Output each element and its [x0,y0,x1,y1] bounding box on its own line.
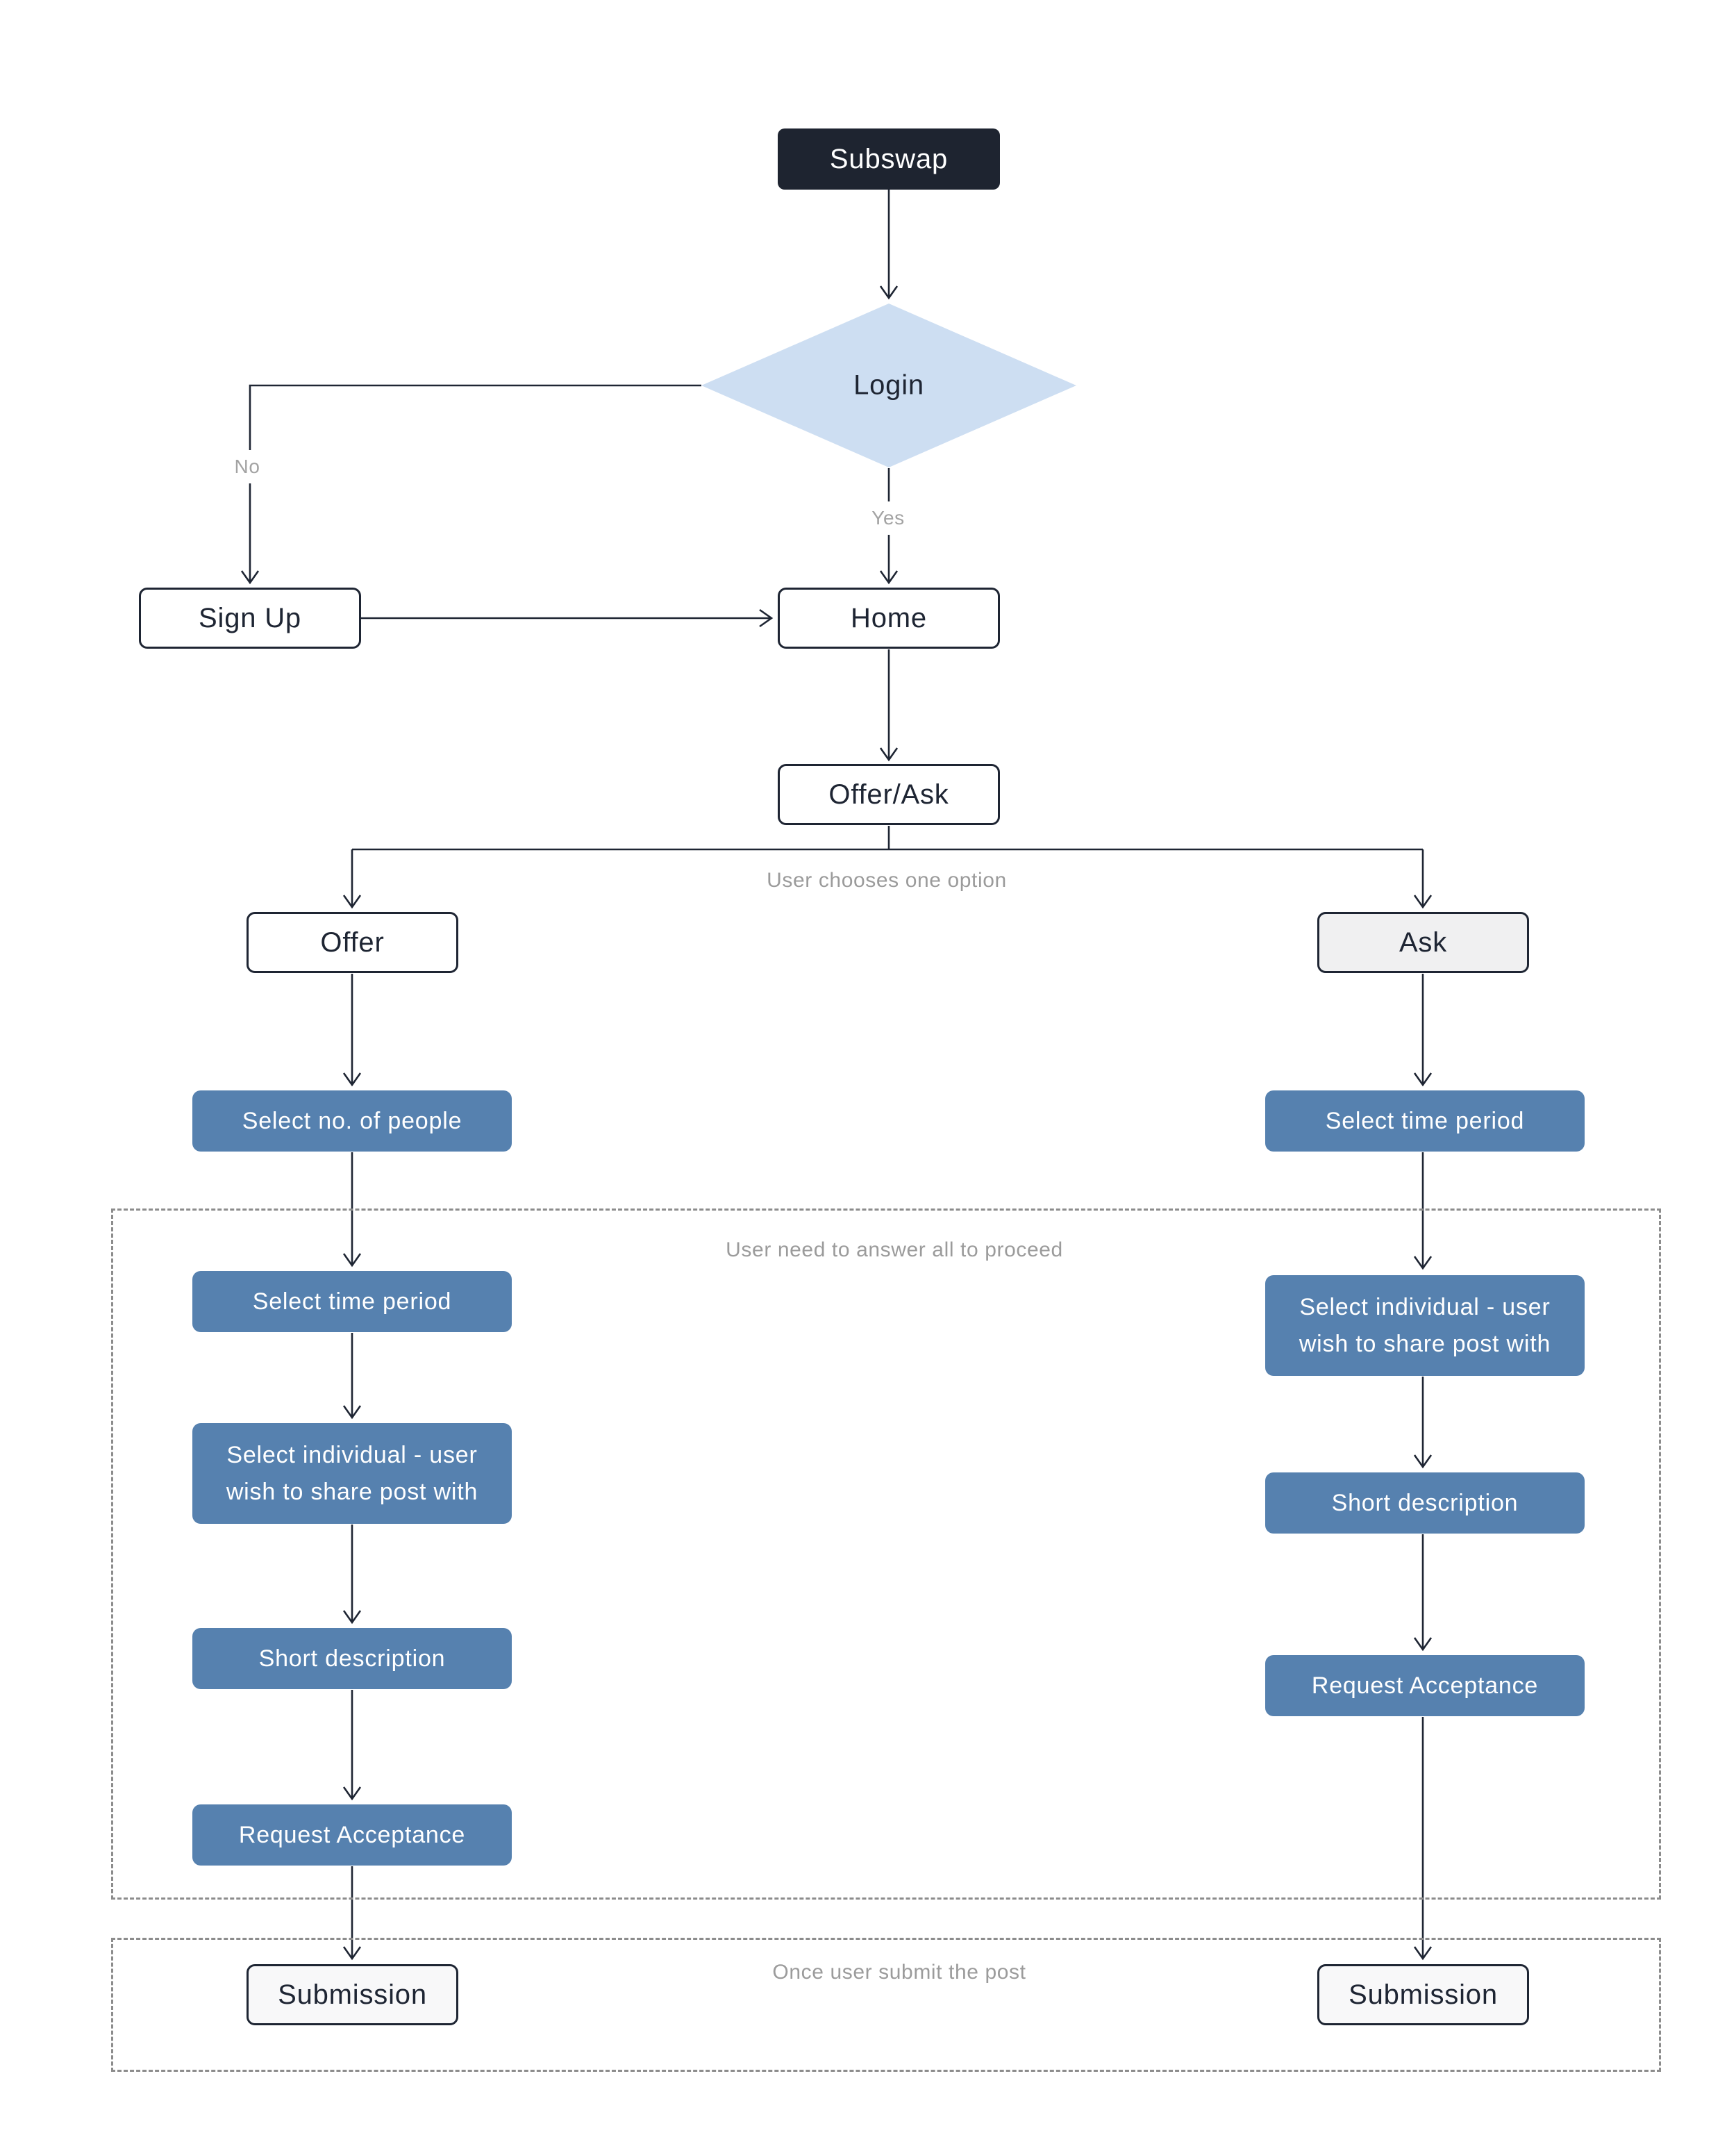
node-submission-ask: Submission [1317,1964,1529,2025]
login-diamond-shape [701,304,1076,467]
node-home-label: Home [851,603,927,633]
node-request-acceptance-offer-label: Request Acceptance [238,1821,466,1848]
node-select-time-period-offer-label: Select time period [252,1288,452,1315]
node-subswap: Subswap [778,128,1000,190]
node-ask-label: Ask [1399,927,1448,958]
node-short-description-offer-label: Short description [258,1645,446,1672]
group-answer-all [111,1209,1661,1900]
note-once-user-submit: Once user submit the post [772,1961,1026,1984]
note-answer-all-to-proceed: User need to answer all to proceed [726,1238,1063,1261]
node-request-acceptance-offer: Request Acceptance [192,1804,512,1866]
node-select-individual-offer: Select individual - user wish to share p… [192,1423,512,1524]
node-short-description-ask-label: Short description [1331,1489,1519,1516]
node-submission-offer-label: Submission [278,1979,427,2010]
node-sign-up-label: Sign Up [199,603,301,633]
node-select-time-period-ask-label: Select time period [1325,1107,1525,1134]
node-offer-label: Offer [320,927,385,958]
edge-label-yes: Yes [867,501,909,535]
node-select-no-of-people-label: Select no. of people [242,1107,462,1134]
node-select-individual-offer-label: Select individual - user wish to share p… [226,1441,478,1505]
node-short-description-offer: Short description [192,1628,512,1689]
node-select-individual-ask-label: Select individual - user wish to share p… [1299,1293,1551,1357]
node-home: Home [778,588,1000,649]
node-ask: Ask [1317,912,1529,973]
node-request-acceptance-ask-label: Request Acceptance [1311,1672,1539,1699]
node-submission-ask-label: Submission [1349,1979,1498,2010]
node-short-description-ask: Short description [1265,1472,1585,1534]
node-select-time-period-ask: Select time period [1265,1090,1585,1152]
node-subswap-label: Subswap [829,144,949,174]
node-request-acceptance-ask: Request Acceptance [1265,1655,1585,1716]
node-login-label: Login [853,369,924,401]
node-submission-offer: Submission [247,1964,458,2025]
node-sign-up: Sign Up [139,588,361,649]
edge-login-signup [240,384,701,585]
node-select-individual-ask: Select individual - user wish to share p… [1265,1275,1585,1376]
node-offer: Offer [247,912,458,973]
edge-label-no: No [230,450,265,483]
node-select-time-period-offer: Select time period [192,1271,512,1332]
note-user-chooses-option: User chooses one option [767,869,1007,892]
node-offer-ask-label: Offer/Ask [828,779,949,810]
node-select-no-of-people: Select no. of people [192,1090,512,1152]
group-after-submit [111,1938,1661,2072]
node-offer-ask: Offer/Ask [778,764,1000,825]
